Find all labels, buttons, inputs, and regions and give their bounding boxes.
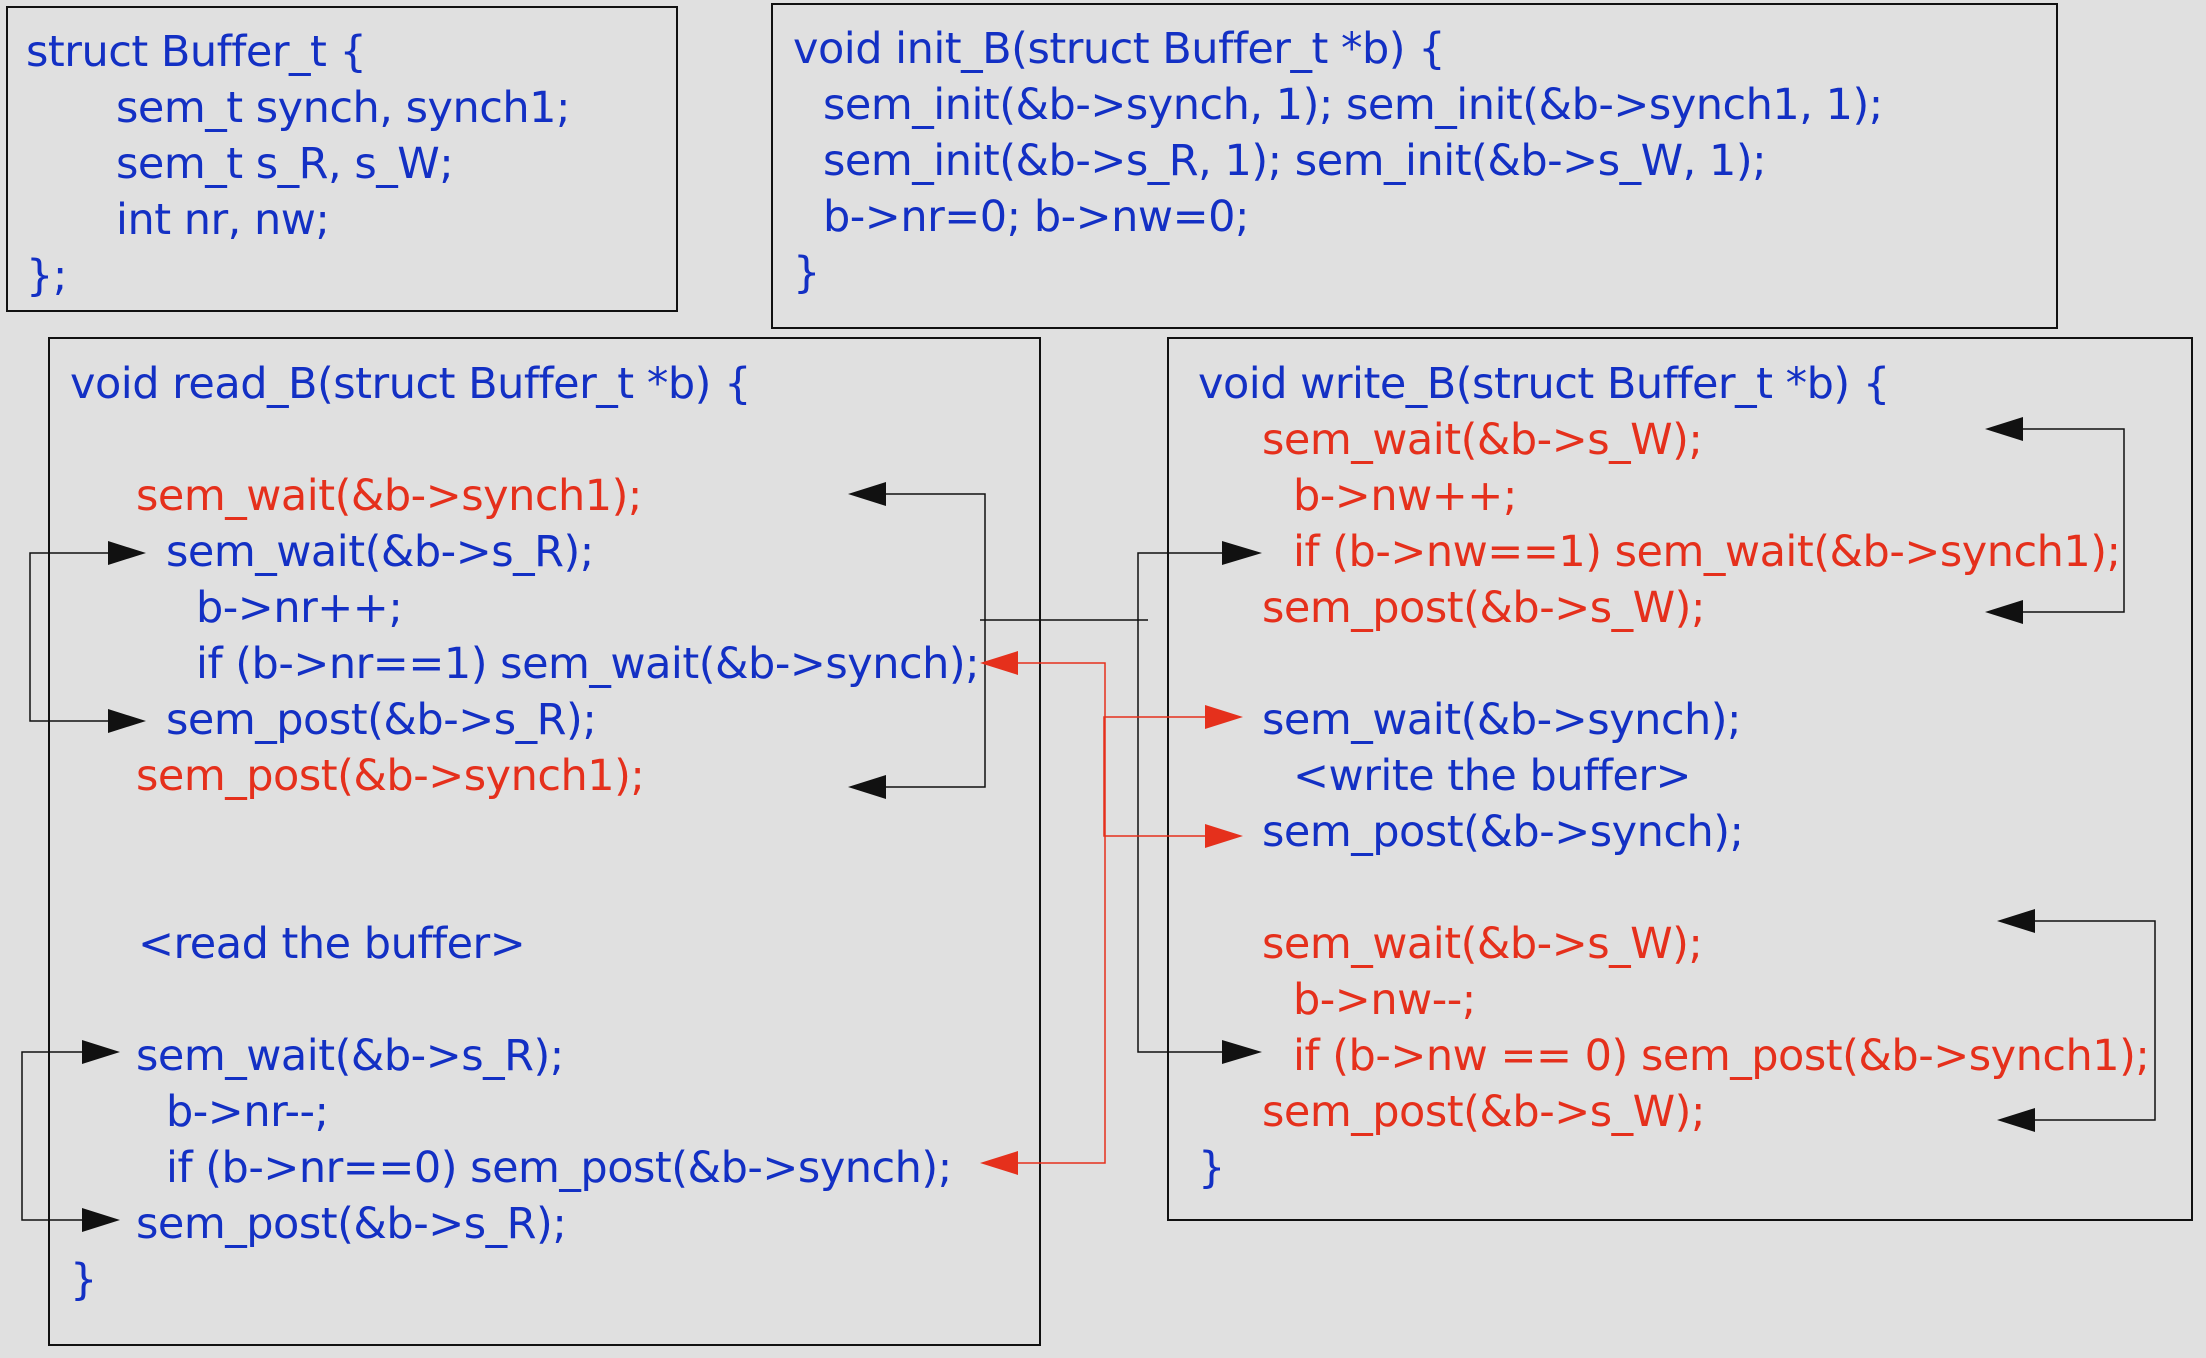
code-line: if (b->nw==1) sem_wait(&b->synch1); [1293,527,2121,577]
code-line: }; [26,251,67,301]
arrow-right [108,709,146,733]
code-line: if (b->nw == 0) sem_post(&b->synch1); [1293,1031,2150,1081]
arrow-left [1985,600,2023,624]
arrow-right [82,1040,120,1064]
code-line: sem_t synch, synch1; [116,83,570,133]
code-line: b->nw--; [1293,975,1476,1025]
code-line: if (b->nr==1) sem_wait(&b->synch); [196,639,980,689]
code-line: void write_B(struct Buffer_t *b) { [1198,359,1890,409]
code-line: if (b->nr==0) sem_post(&b->synch); [166,1143,952,1193]
arrow-left [1985,417,2023,441]
code-line: sem_wait(&b->s_W); [1262,919,1703,969]
code-line: sem_init(&b->s_R, 1); sem_init(&b->s_W, … [823,136,1767,186]
connector-sr-exit [21,1051,85,1221]
arrow-left [1997,1108,2035,1132]
code-line: <read the buffer> [138,919,526,969]
arrow-left [848,775,886,799]
connector-synch1-read [880,493,986,788]
code-line: b->nr++; [196,583,403,633]
code-line: sem_wait(&b->s_R); [136,1031,564,1081]
code-line: } [793,248,820,298]
connector-sr-entry [29,552,110,722]
code-line: sem_wait(&b->synch1); [136,471,642,521]
read-function-box: void read_B(struct Buffer_t *b) { sem_wa… [48,337,1041,1346]
arrow-left [848,482,886,506]
arrow-left [1997,909,2035,933]
code-line: sem_wait(&b->s_W); [1262,415,1703,465]
arrow-left-red [980,651,1018,675]
arrow-right-red [1205,705,1243,729]
code-line: sem_post(&b->s_R); [166,695,597,745]
code-line: sem_post(&b->s_W); [1262,583,1705,633]
code-line: b->nw++; [1293,471,1517,521]
code-line: void init_B(struct Buffer_t *b) { [793,24,1446,74]
arrow-left-red [980,1151,1018,1175]
arrow-right [108,541,146,565]
code-line: b->nr=0; b->nw=0; [823,192,1249,242]
code-line: b->nr--; [166,1087,329,1137]
init-function-box: void init_B(struct Buffer_t *b) { sem_in… [771,3,2058,329]
code-line: int nr, nw; [116,195,330,245]
code-line: sem_init(&b->synch, 1); sem_init(&b->syn… [823,80,1883,130]
arrow-right [1222,1040,1262,1064]
code-line: sem_wait(&b->s_R); [166,527,594,577]
struct-definition-box: struct Buffer_t { sem_t synch, synch1; s… [6,6,678,312]
code-line: } [70,1255,97,1305]
write-function-box: void write_B(struct Buffer_t *b) { sem_w… [1167,337,2193,1221]
connector-writer-synch1 [1137,552,1225,1053]
connector-sw-bottom [2025,920,2156,1121]
code-line: struct Buffer_t { [26,27,367,77]
code-line: void read_B(struct Buffer_t *b) { [70,359,751,409]
code-line: sem_post(&b->synch1); [136,751,645,801]
connector-synch-writer [1103,716,1215,837]
arrow-right-red [1205,824,1243,848]
arrow-right [1222,541,1262,565]
code-line: sem_post(&b->s_R); [136,1199,567,1249]
code-line: sem_post(&b->synch); [1262,807,1744,857]
code-line: <write the buffer> [1293,751,1692,801]
code-line: sem_t s_R, s_W; [116,139,454,189]
code-line: } [1198,1143,1225,1193]
code-line: sem_post(&b->s_W); [1262,1087,1705,1137]
arrow-right [82,1208,120,1232]
connector-sw-top [2018,428,2125,613]
connector-synch-wait [1015,662,1106,1164]
code-line: sem_wait(&b->synch); [1262,695,1741,745]
